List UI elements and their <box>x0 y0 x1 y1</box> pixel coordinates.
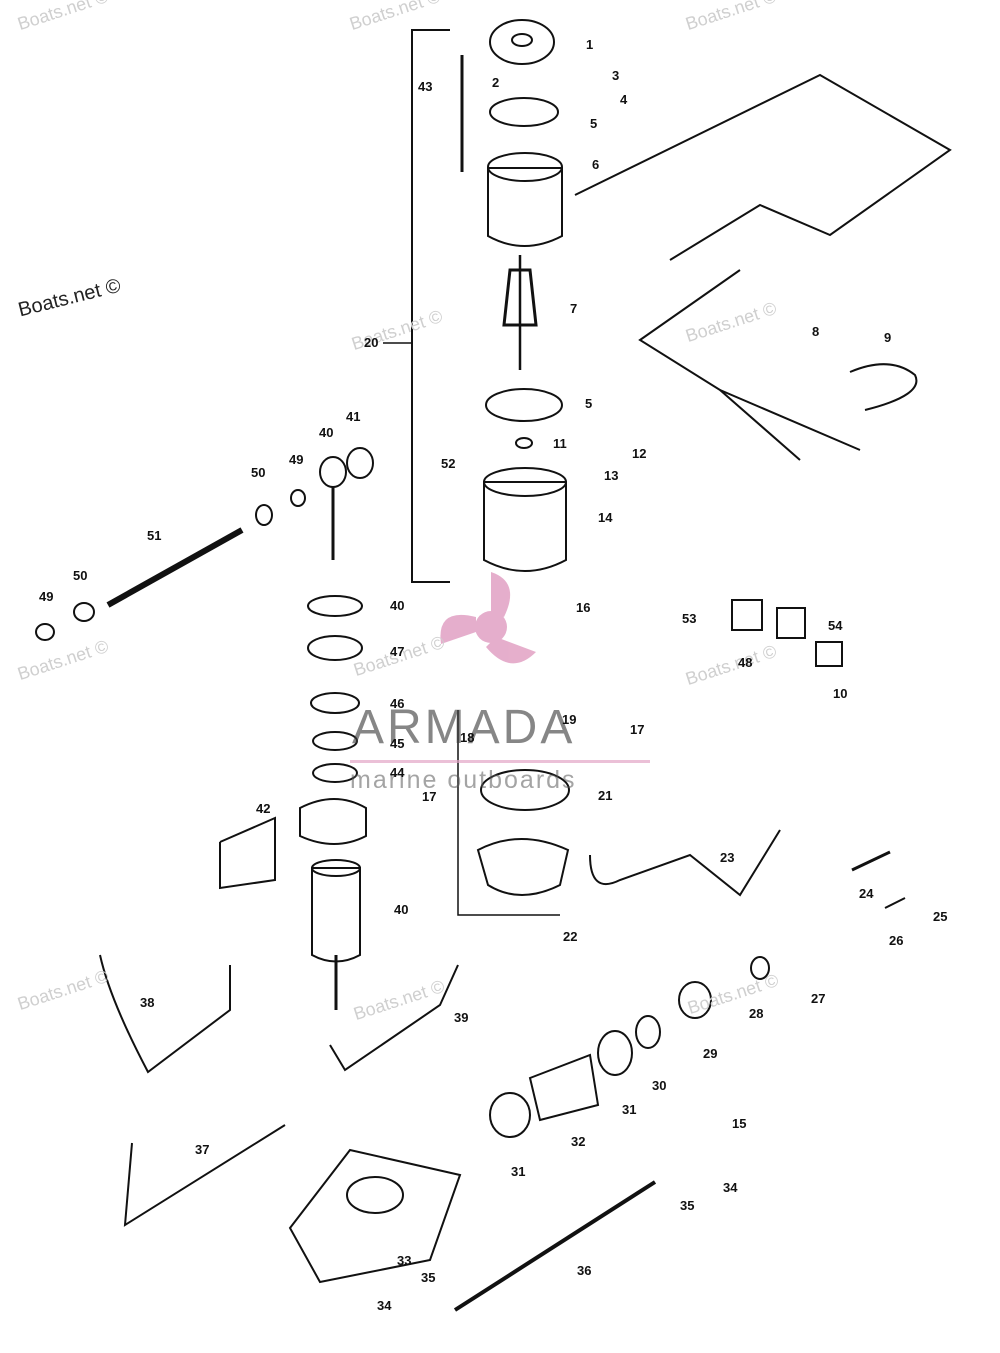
clamp-part <box>849 363 918 411</box>
o-ring-part <box>597 1030 633 1076</box>
reservoir-base-part <box>476 838 570 896</box>
part-callout-7: 7 <box>570 301 578 316</box>
seal-ring-part <box>480 769 570 811</box>
part-callout-37: 37 <box>195 1142 210 1157</box>
hydraulic-line-part <box>589 829 781 897</box>
o-ring-part <box>312 763 358 783</box>
part-callout-13: 13 <box>604 468 619 483</box>
part-callout-45: 45 <box>390 736 405 751</box>
o-ring-part <box>485 388 563 422</box>
part-callout-34: 34 <box>377 1298 392 1313</box>
part-callout-6: 6 <box>592 157 600 172</box>
part-callout-30: 30 <box>652 1078 667 1093</box>
part-callout-44: 44 <box>390 765 405 780</box>
part-callout-48: 48 <box>738 655 753 670</box>
o-ring-part <box>489 97 559 127</box>
part-callout-46: 46 <box>390 696 405 711</box>
part-callout-28: 28 <box>749 1006 764 1021</box>
part-callout-32: 32 <box>571 1134 586 1149</box>
part-callout-4: 4 <box>620 92 628 107</box>
part-callout-36: 36 <box>577 1263 592 1278</box>
part-callout-27: 27 <box>811 991 826 1006</box>
part-callout-5: 5 <box>590 116 598 131</box>
brand-name: ARMADA <box>352 701 576 754</box>
part-callout-51: 51 <box>147 528 162 543</box>
part-callout-40: 40 <box>319 425 334 440</box>
part-callout-39: 39 <box>454 1010 469 1025</box>
brand-tagline: marine outboards <box>350 766 577 794</box>
part-callout-3: 3 <box>612 68 620 83</box>
part-callout-29: 29 <box>703 1046 718 1061</box>
part-callout-40: 40 <box>390 598 405 613</box>
part-callout-33: 33 <box>397 1253 412 1268</box>
pivot-shaft-part <box>106 527 244 608</box>
hydraulic-line-part <box>329 964 459 1072</box>
part-callout-31: 31 <box>511 1164 526 1179</box>
end-housing-part <box>483 481 567 572</box>
assembly-bracket-20 <box>411 29 450 583</box>
part-callout-24: 24 <box>859 886 874 901</box>
part-callout-41: 41 <box>346 409 361 424</box>
armature-part <box>502 268 538 327</box>
part-callout-34: 34 <box>723 1180 738 1195</box>
end-cap-part <box>489 19 555 65</box>
part-callout-5: 5 <box>585 396 593 411</box>
trim-cylinder-part <box>311 867 361 963</box>
part-callout-14: 14 <box>598 510 613 525</box>
motor-housing-part <box>487 167 563 247</box>
o-ring-part <box>310 692 360 714</box>
part-callout-35: 35 <box>680 1198 695 1213</box>
part-callout-42: 42 <box>256 801 271 816</box>
part-callout-21: 21 <box>598 788 613 803</box>
part-callout-43: 43 <box>418 79 433 94</box>
wire-harness-part <box>574 73 952 261</box>
part-callout-17: 17 <box>422 789 437 804</box>
part-callout-16: 16 <box>576 600 591 615</box>
part-callout-9: 9 <box>884 330 892 345</box>
manifold-part <box>288 1148 462 1284</box>
o-ring-part <box>489 1092 531 1138</box>
part-callout-53: 53 <box>682 611 697 626</box>
part-callout-8: 8 <box>812 324 820 339</box>
part-callout-38: 38 <box>140 995 155 1010</box>
part-callout-20: 20 <box>364 335 379 350</box>
part-callout-1: 1 <box>586 37 594 52</box>
drive-shaft-part <box>453 1180 657 1312</box>
part-callout-22: 22 <box>563 929 578 944</box>
part-callout-23: 23 <box>720 850 735 865</box>
part-callout-49: 49 <box>289 452 304 467</box>
hydraulic-line-part <box>123 1124 286 1227</box>
part-callout-40: 40 <box>394 902 409 917</box>
part-callout-35: 35 <box>421 1270 436 1285</box>
part-callout-26: 26 <box>889 933 904 948</box>
part-callout-50: 50 <box>251 465 266 480</box>
piston-part <box>307 595 363 617</box>
propeller-logo-icon <box>440 572 536 664</box>
part-callout-19: 19 <box>562 712 577 727</box>
assembly-bracket-17 <box>457 710 560 916</box>
part-callout-50: 50 <box>73 568 88 583</box>
part-callout-11: 11 <box>553 436 567 451</box>
part-callout-12: 12 <box>632 446 647 461</box>
brand-underline <box>350 760 650 763</box>
part-callout-47: 47 <box>390 644 405 659</box>
part-callout-49: 49 <box>39 589 54 604</box>
part-callout-10: 10 <box>833 686 848 701</box>
part-callout-17: 17 <box>630 722 645 737</box>
hydraulic-line-part <box>99 954 231 1074</box>
part-callout-52: 52 <box>441 456 456 471</box>
part-callout-2: 2 <box>492 75 500 90</box>
part-callout-54: 54 <box>828 618 843 633</box>
part-callout-18: 18 <box>460 730 475 745</box>
part-callout-15: 15 <box>732 1116 747 1131</box>
part-callout-31: 31 <box>622 1102 637 1117</box>
part-callout-25: 25 <box>933 909 948 924</box>
